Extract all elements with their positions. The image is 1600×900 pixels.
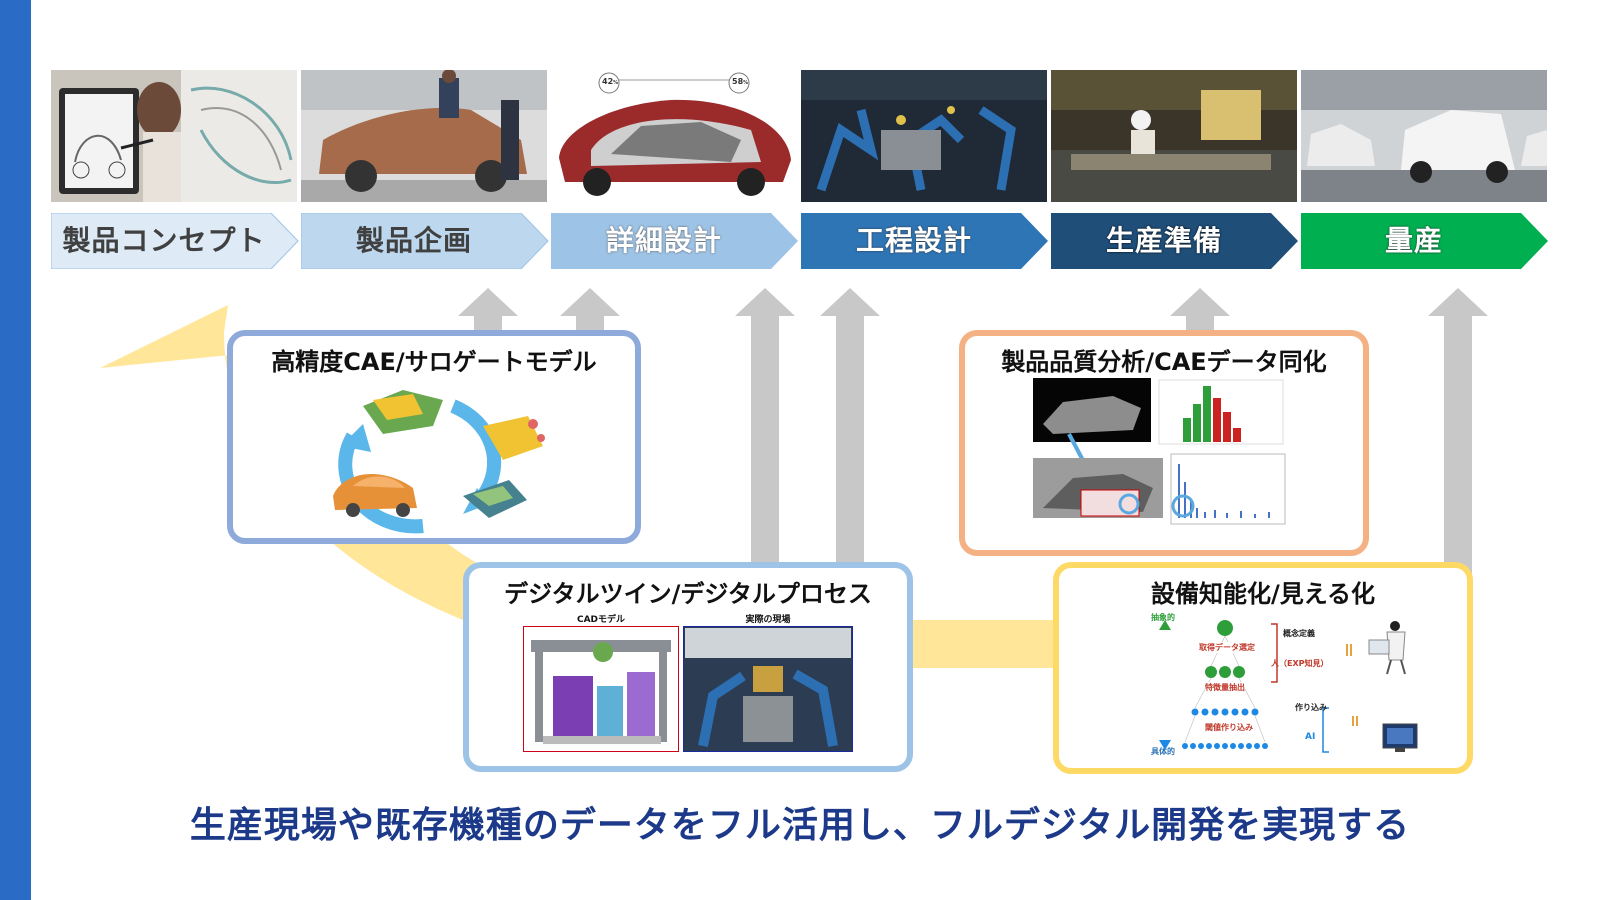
cad-model-caption: CADモデル: [576, 615, 626, 625]
up-arrow-2: [560, 288, 620, 338]
build-in-label: 作り込み: [1295, 703, 1327, 712]
stage-label: 量産: [1384, 224, 1443, 257]
photo-production-prep: [1051, 70, 1297, 202]
stage-label: 製品企画: [355, 224, 472, 257]
quality-box: 製品品質分析/CAEデータ同化: [959, 330, 1369, 556]
photo-concept: [51, 70, 297, 202]
gauge-left-value: 42%: [602, 77, 619, 86]
photo-clay-model: [301, 70, 547, 202]
axis-top-label: 抽象的: [1151, 613, 1175, 622]
step-data-selection: 取得データ選定: [1199, 642, 1255, 653]
axis-bottom-label: 具体的: [1151, 747, 1175, 756]
up-arrow-3: [735, 288, 795, 578]
step-feature-extraction: 特徴量抽出: [1205, 682, 1245, 693]
up-arrow-1: [458, 288, 518, 338]
human-expertise-label: 人（EXP知見）: [1271, 659, 1329, 668]
digital-twin-box-title: デジタルツイン/デジタルプロセス: [504, 580, 872, 608]
digital-twin-box: デジタルツイン/デジタルプロセス CADモデル 実際の現場: [463, 562, 913, 772]
cae-box-title: 高精度CAE/サロゲートモデル: [271, 348, 597, 376]
stage-label: 生産準備: [1105, 224, 1222, 257]
photo-cutaway-car: 42% 58%: [551, 70, 797, 202]
chevron-shape: [51, 213, 299, 269]
stage-label: 工程設計: [855, 224, 972, 257]
quality-box-title: 製品品質分析/CAEデータ同化: [1001, 348, 1327, 376]
feature-pyramid-diagram: [1159, 620, 1418, 753]
stage-process-design: 工程設計: [801, 213, 1049, 269]
stage-label: 製品コンセプト: [62, 224, 266, 257]
equipment-box: 設備知能化/見える化 抽象的 具体的: [1053, 562, 1473, 774]
accent-bar: [0, 0, 31, 900]
stage-product-planning: 製品企画: [301, 213, 549, 269]
cad-model-image: [523, 626, 679, 752]
stage-mass-production: 量産: [1301, 213, 1549, 269]
stage-production-prep: 生産準備: [1051, 213, 1299, 269]
quality-analysis-illustration: [1033, 378, 1286, 525]
gauge-right-value: 58%: [732, 77, 749, 86]
photo-robot-line: [801, 70, 1047, 202]
up-arrow-4: [820, 288, 880, 578]
ai-label: AI: [1305, 732, 1316, 742]
equipment-box-title: 設備知能化/見える化: [1150, 580, 1376, 608]
actual-site-image: [683, 626, 853, 752]
cae-box: 高精度CAE/サロゲートモデル: [227, 330, 641, 544]
surrogate-model-illustration: [333, 390, 545, 534]
bottom-message: 生産現場や既存機種のデータをフル活用し、フルデジタル開発を実現する: [189, 805, 1411, 846]
up-arrow-6: [1428, 288, 1488, 578]
stage-product-concept: 製品コンセプト: [51, 213, 299, 269]
stage-detailed-design: 詳細設計: [551, 213, 799, 269]
photo-mass-production: [1301, 70, 1547, 202]
stage-label: 詳細設計: [605, 224, 722, 257]
actual-site-caption: 実際の現場: [745, 615, 791, 625]
concept-definition-label: 概念定義: [1283, 629, 1315, 638]
up-arrow-5: [1170, 288, 1230, 338]
step-threshold-building: 閾値作り込み: [1205, 722, 1253, 733]
